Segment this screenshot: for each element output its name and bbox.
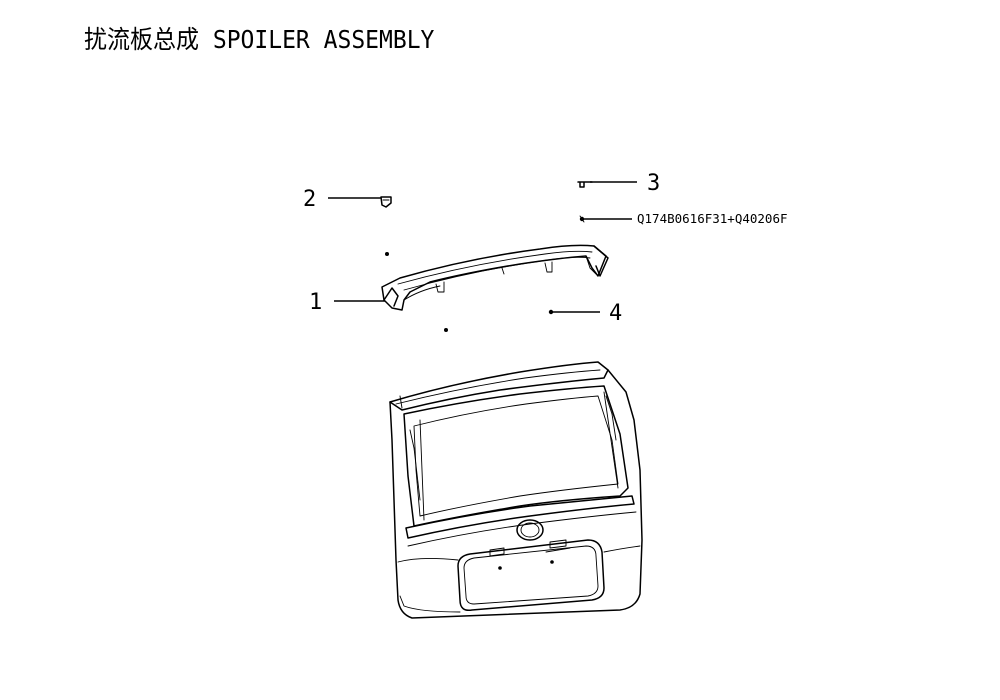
callout-2-label: 2 <box>303 187 316 212</box>
screw-icon <box>444 328 448 332</box>
screw-icon <box>579 215 585 223</box>
part-3-clip <box>577 181 593 188</box>
screw-icon <box>385 252 389 256</box>
part-2-clip <box>380 196 392 208</box>
callout-4[interactable]: 4 <box>548 301 622 326</box>
part-code-label: Q174B0616F31+Q40206F <box>637 211 788 226</box>
callout-4-label: 4 <box>609 301 622 326</box>
page-title: 扰流板总成 SPOILER ASSEMBLY <box>84 25 435 54</box>
callout-3[interactable]: 3 <box>590 171 660 196</box>
callout-1[interactable]: 1 <box>309 290 385 315</box>
spoiler-part <box>381 244 609 311</box>
callout-1-label: 1 <box>309 290 322 315</box>
callout-3-label: 3 <box>647 171 660 196</box>
tailgate-part <box>389 361 643 619</box>
part-code-callout[interactable]: Q174B0616F31+Q40206F <box>584 211 788 226</box>
callout-2[interactable]: 2 <box>303 187 381 212</box>
